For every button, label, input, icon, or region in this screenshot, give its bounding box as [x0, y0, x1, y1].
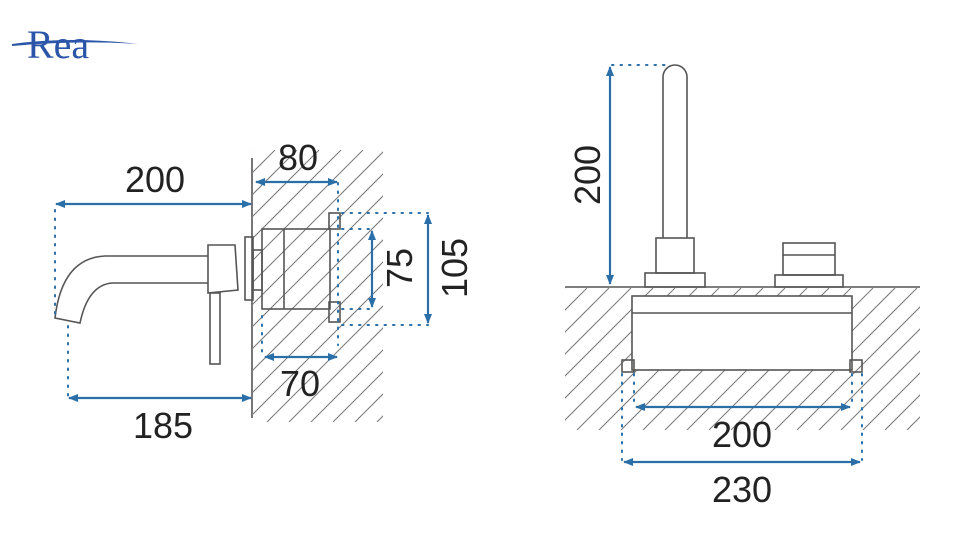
- hatch-line: [253, 283, 383, 415]
- hatch-line: [253, 150, 364, 261]
- hatch-line: [565, 288, 632, 355]
- hatch-line: [288, 327, 383, 422]
- hatch-line: [840, 350, 920, 430]
- dim-label-width-200: 200: [712, 414, 772, 455]
- dim-label-80: 80: [278, 137, 318, 178]
- dim-label-105: 105: [434, 238, 475, 298]
- side-view: 200 80 70 185 75 105: [54, 137, 475, 446]
- handle: [782, 242, 836, 276]
- lever: [209, 292, 221, 365]
- dim-label-75: 75: [379, 248, 420, 288]
- hatch-line: [253, 195, 383, 327]
- hatch-line: [253, 150, 320, 217]
- front-view: 200 200 230: [565, 64, 920, 510]
- hatch-line: [332, 371, 383, 422]
- handle-body: [207, 244, 239, 294]
- dim-label-200: 200: [125, 159, 185, 200]
- concealed-box: [631, 295, 853, 371]
- hatch-line: [565, 288, 610, 333]
- spout: [54, 255, 208, 324]
- hatch-line: [565, 288, 588, 311]
- logo-text: Rea: [27, 22, 89, 67]
- hatch-line: [862, 372, 920, 430]
- dim-label-230: 230: [712, 469, 772, 510]
- rea-logo: Rea: [12, 22, 138, 67]
- hatch-line: [884, 394, 920, 430]
- hatch-line: [253, 151, 383, 283]
- hatch-line: [565, 288, 566, 289]
- wall-hatching: [253, 150, 383, 422]
- hatch-line: [253, 173, 383, 305]
- hatch-line: [310, 349, 383, 422]
- hatch-line: [253, 261, 383, 393]
- spout: [662, 64, 688, 238]
- hatch-line: [253, 217, 383, 349]
- hatch-line: [253, 150, 342, 239]
- dim-label-185: 185: [133, 405, 193, 446]
- dim-label-70: 70: [280, 363, 320, 404]
- hatch-line: [565, 288, 654, 377]
- hatch-line: [266, 305, 383, 422]
- dim-label-spout-200: 200: [567, 145, 608, 205]
